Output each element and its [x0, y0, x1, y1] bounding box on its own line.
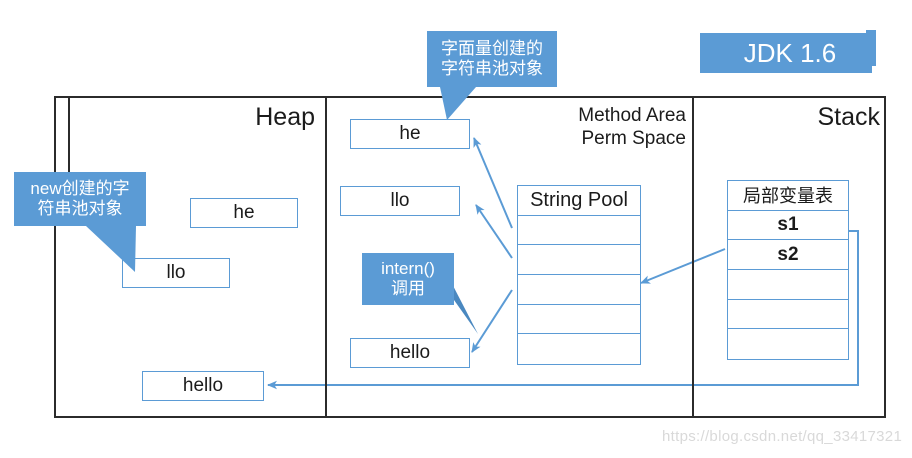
arrow-pool-to-he	[473, 137, 513, 229]
string-pool-header: String Pool	[518, 186, 640, 216]
arrow-pool-to-hello	[471, 289, 513, 353]
callout-intern-call: intern() 调用	[362, 253, 454, 305]
callout-new-created: new创建的字 符串池对象	[14, 172, 146, 226]
local-variable-row[interactable]	[728, 270, 848, 300]
arrow-s2-to-pool	[640, 248, 726, 284]
callout-literal-created-line1: 字面量创建的	[441, 38, 543, 58]
region-title-method-area-line1: Method Area	[578, 105, 686, 126]
heap-box-hello[interactable]: hello	[142, 371, 264, 401]
callout-literal-created-tail	[440, 87, 476, 120]
frame-divider-heap-methodarea	[325, 96, 327, 418]
string-pool-table[interactable]: String Pool	[517, 185, 641, 365]
callout-literal-created-line2: 字符串池对象	[441, 59, 543, 78]
callout-new-created-line1: new创建的字	[30, 178, 130, 198]
callout-new-created-line2: 符串池对象	[37, 199, 123, 218]
callout-new-created-tail	[86, 226, 136, 272]
local-variable-row[interactable]	[728, 300, 848, 330]
region-title-method-area-line2: Perm Space	[581, 127, 686, 149]
callout-intern-call-line2: 调用	[391, 279, 425, 298]
arrow-pool-to-llo	[475, 204, 513, 259]
callout-intern-call-tail	[448, 276, 478, 334]
heap-box-he-label: he	[233, 202, 255, 223]
jdk-version-banner: JDK 1.6	[708, 33, 872, 73]
local-variable-table[interactable]: 局部变量表 s1 s2	[727, 180, 849, 360]
method-area-box-hello[interactable]: hello	[350, 338, 470, 368]
local-variable-row-s1[interactable]: s1	[728, 211, 848, 241]
local-variable-table-header: 局部变量表	[728, 181, 848, 211]
ribbon-tail-left	[700, 33, 710, 73]
source-watermark: https://blog.csdn.net/qq_33417321	[662, 428, 903, 445]
method-area-box-he[interactable]: he	[350, 119, 470, 149]
region-title-stack: Stack	[817, 103, 880, 131]
string-pool-row[interactable]	[518, 245, 640, 276]
string-pool-row[interactable]	[518, 216, 640, 246]
callout-intern-call-line1: intern()	[381, 258, 435, 278]
region-title-method-area: Method Area Perm Space	[506, 105, 686, 151]
heap-box-llo-label: llo	[166, 262, 186, 283]
heap-box-he[interactable]: he	[190, 198, 298, 228]
local-variable-row-s2[interactable]: s2	[728, 240, 848, 271]
callout-literal-created: 字面量创建的 字符串池对象	[427, 31, 557, 87]
method-area-box-llo[interactable]: llo	[340, 186, 460, 216]
string-pool-row[interactable]	[518, 305, 640, 335]
method-area-box-hello-label: hello	[389, 342, 431, 363]
frame-divider-methodarea-stack	[692, 96, 694, 418]
method-area-box-llo-label: llo	[390, 190, 410, 211]
method-area-box-he-label: he	[399, 123, 421, 144]
heap-box-llo[interactable]: llo	[122, 258, 230, 288]
region-title-heap: Heap	[255, 103, 315, 131]
memory-frame	[54, 96, 886, 418]
string-pool-row[interactable]	[518, 275, 640, 305]
heap-box-hello-label: hello	[182, 375, 224, 396]
